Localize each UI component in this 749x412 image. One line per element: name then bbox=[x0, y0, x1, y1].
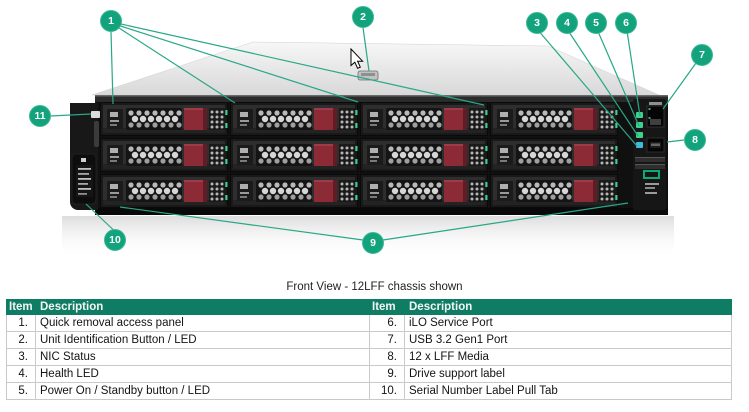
svg-text:9: 9 bbox=[370, 237, 376, 249]
drive-bay bbox=[100, 138, 228, 172]
callout-1: 1 bbox=[100, 10, 122, 32]
svg-text:1: 1 bbox=[108, 15, 114, 27]
callout-11: 11 bbox=[29, 105, 51, 127]
description-cell: Health LED bbox=[35, 365, 370, 383]
description-cell: Quick removal access panel bbox=[35, 314, 370, 332]
left-ear-panel bbox=[70, 103, 100, 210]
callout-leader-lines bbox=[50, 23, 697, 241]
drive-bay bbox=[100, 174, 228, 208]
drive-bay bbox=[230, 102, 358, 136]
svg-text:11: 11 bbox=[34, 110, 45, 122]
col-header-description-1: Description bbox=[35, 299, 370, 315]
item-number-cell: 9. bbox=[369, 365, 405, 383]
access-panel-latch bbox=[91, 111, 100, 118]
callout-7: 7 bbox=[691, 44, 713, 66]
legend-header-row: Item Description Item Description bbox=[6, 299, 732, 315]
item-number-cell: 2. bbox=[6, 331, 36, 349]
description-cell: Drive support label bbox=[404, 365, 732, 383]
description-cell: iLO Service Port bbox=[404, 314, 732, 332]
description-cell: 12 x LFF Media bbox=[404, 348, 732, 366]
item-number-cell: 5. bbox=[6, 382, 36, 400]
serial-number-pull-tab bbox=[71, 153, 97, 205]
hpe-logo-icon bbox=[643, 170, 660, 179]
server-front-view-figure: 1 2 3 4 5 6 7 bbox=[29, 6, 713, 258]
callout-8: 8 bbox=[684, 129, 706, 151]
drive-bay bbox=[360, 174, 488, 208]
description-cell: USB 3.2 Gen1 Port bbox=[404, 331, 732, 349]
item-number-cell: 7. bbox=[369, 331, 405, 349]
item-number-cell: 1. bbox=[6, 314, 36, 332]
callout-6: 6 bbox=[615, 12, 637, 34]
svg-text:10: 10 bbox=[109, 234, 121, 246]
callout-3: 3 bbox=[526, 12, 548, 34]
svg-text:3: 3 bbox=[534, 17, 540, 29]
description-cell: Unit Identification Button / LED bbox=[35, 331, 370, 349]
col-header-item-2: Item bbox=[369, 299, 405, 315]
ilo-service-port bbox=[646, 105, 665, 128]
figure-caption: Front View - 12LFF chassis shown bbox=[286, 281, 463, 293]
legend-row: 3. NIC Status 8. 12 x LFF Media bbox=[6, 348, 732, 366]
svg-text:2: 2 bbox=[360, 11, 366, 23]
drive-bay bbox=[230, 138, 358, 172]
callout-2: 2 bbox=[352, 6, 374, 28]
drive-bay bbox=[490, 102, 618, 136]
mouse-cursor-icon bbox=[350, 47, 364, 69]
drive-bay bbox=[490, 138, 618, 172]
drive-bay bbox=[360, 102, 488, 136]
svg-text:6: 6 bbox=[623, 17, 629, 29]
drive-bay bbox=[230, 174, 358, 208]
svg-text:7: 7 bbox=[699, 49, 705, 61]
callout-4: 4 bbox=[556, 12, 578, 34]
description-cell: Serial Number Label Pull Tab bbox=[404, 382, 732, 400]
legend-row: 5. Power On / Standby button / LED 10. S… bbox=[6, 382, 732, 400]
drive-support-label-strip bbox=[95, 208, 668, 215]
item-number-cell: 4. bbox=[6, 365, 36, 383]
item-number-cell: 3. bbox=[6, 348, 36, 366]
description-cell: Power On / Standby button / LED bbox=[35, 382, 370, 400]
nic-status-led bbox=[636, 132, 643, 138]
right-ear-panel bbox=[633, 99, 666, 210]
callout-10: 10 bbox=[104, 229, 126, 251]
usb-port bbox=[646, 137, 665, 153]
item-number-cell: 6. bbox=[369, 314, 405, 332]
col-header-item-1: Item bbox=[6, 299, 36, 315]
description-cell: NIC Status bbox=[35, 348, 370, 366]
drive-bay bbox=[360, 138, 488, 172]
drive-bay bbox=[490, 174, 618, 208]
callout-9: 9 bbox=[362, 232, 384, 254]
callout-5: 5 bbox=[585, 12, 607, 34]
svg-text:4: 4 bbox=[564, 17, 570, 29]
svg-text:8: 8 bbox=[692, 134, 698, 146]
legend-row: 1. Quick removal access panel 6. iLO Ser… bbox=[6, 314, 732, 332]
legend-row: 4. Health LED 9. Drive support label bbox=[6, 365, 732, 383]
svg-text:5: 5 bbox=[593, 17, 599, 29]
uid-led bbox=[636, 142, 643, 148]
drive-bay bbox=[100, 102, 228, 136]
item-number-cell: 10. bbox=[369, 382, 405, 400]
col-header-description-2: Description bbox=[404, 299, 732, 315]
item-number-cell: 8. bbox=[369, 348, 405, 366]
legend-table: Item Description Item Description 1. Qui… bbox=[6, 299, 732, 400]
legend-row: 2. Unit Identification Button / LED 7. U… bbox=[6, 331, 732, 349]
